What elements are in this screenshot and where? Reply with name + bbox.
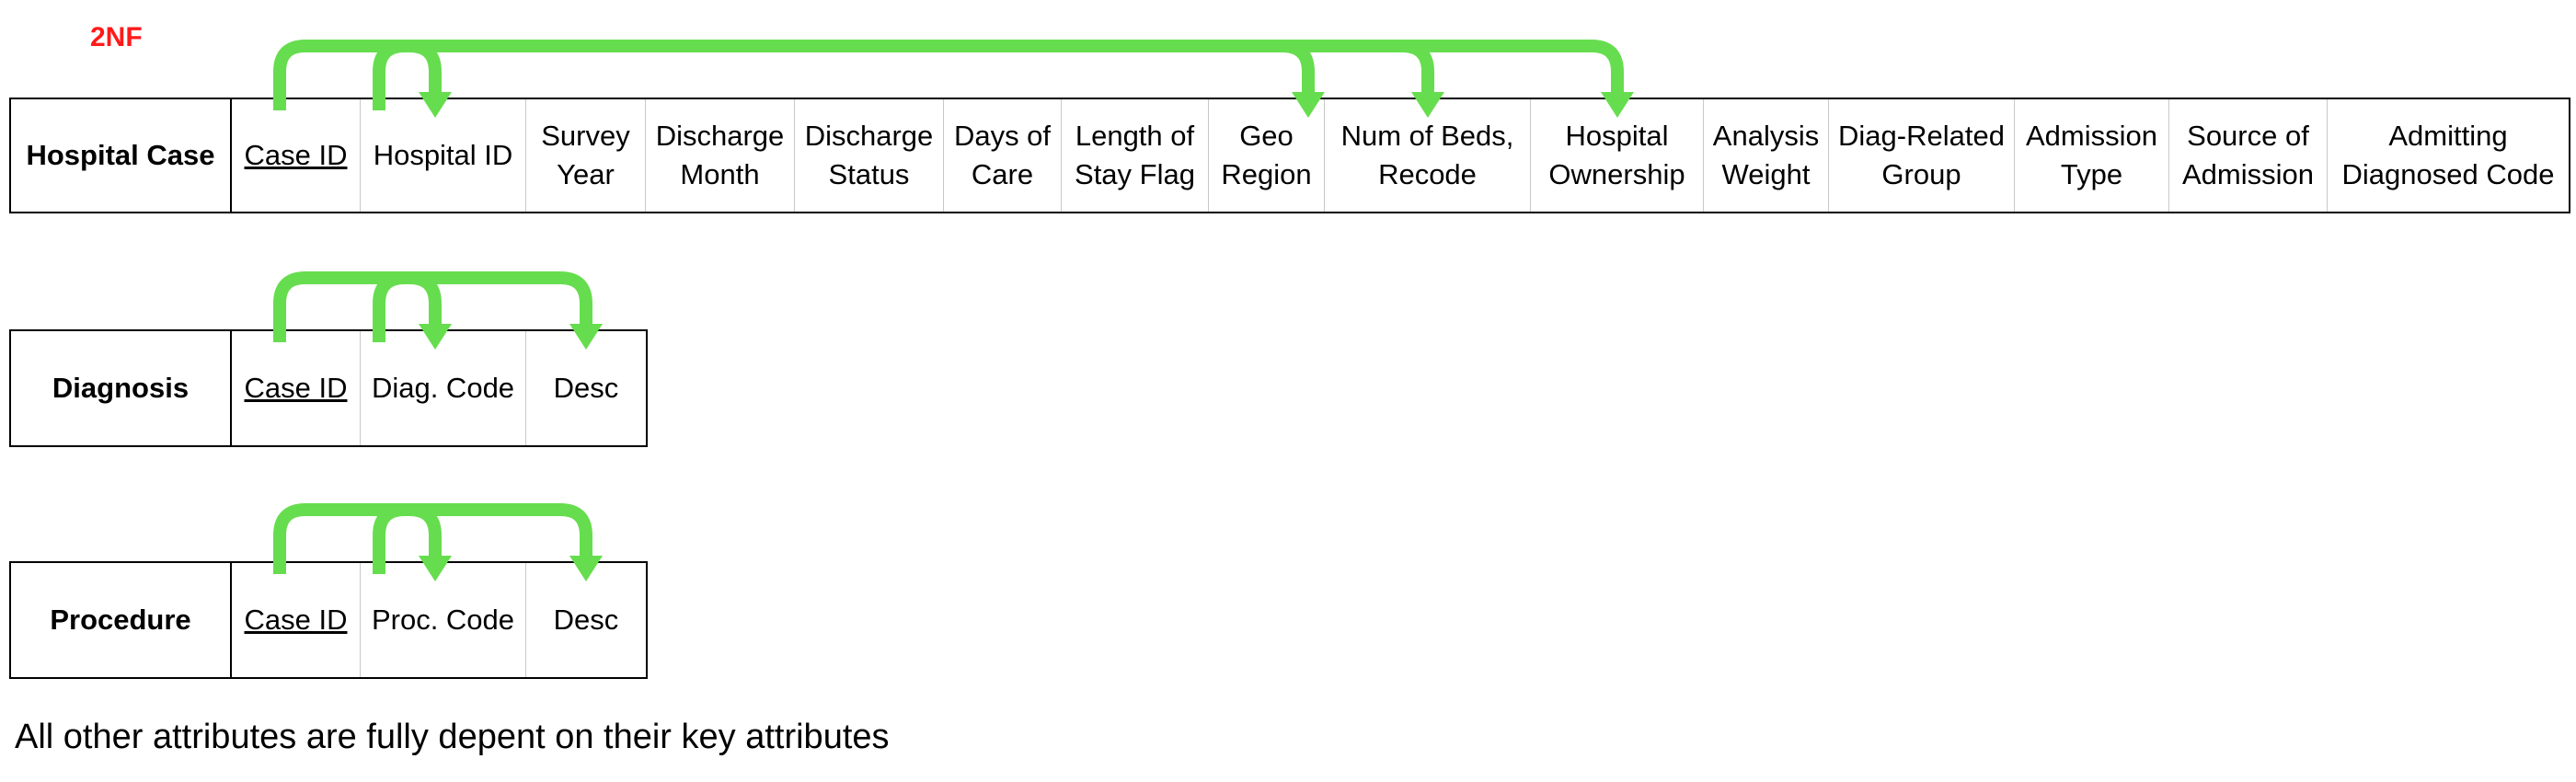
attribute-cell: Discharge Month <box>646 99 795 212</box>
attribute-cell: Days of Care <box>944 99 1062 212</box>
attribute-cell: Length of Stay Flag <box>1062 99 1209 212</box>
attribute-cell: Case ID <box>232 99 361 212</box>
dependency-arrow-branch <box>1401 40 1434 96</box>
attribute-cell: Case ID <box>232 331 361 445</box>
attribute-cell: Diag-Related Group <box>1829 99 2015 212</box>
attribute-cell: Hospital ID <box>361 99 526 212</box>
attribute-cell: Case ID <box>232 563 361 677</box>
attribute-cell: Discharge Status <box>795 99 944 212</box>
attribute-cell: Geo Region <box>1209 99 1325 212</box>
attribute-cell: Desc <box>553 604 619 636</box>
footnote: All other attributes are fully depent on… <box>15 718 890 756</box>
attribute-cell: Survey Year <box>526 99 646 212</box>
dependency-arrow-branch <box>1282 40 1315 96</box>
attribute-cell: Admission Type <box>2015 99 2169 212</box>
attribute-cell: Diag. Code <box>361 331 526 445</box>
attribute-cell: Source of Admission <box>2169 99 2328 212</box>
attribute-cell: Analysis Weight <box>1704 99 1829 212</box>
relation-hospital-case: Hospital Case Case ID Hospital ID Survey… <box>9 98 2570 213</box>
attribute-cell: Desc <box>553 372 619 404</box>
normal-form-heading: 2NF <box>90 22 143 52</box>
attribute-cell: Num of Beds, Recode <box>1325 99 1531 212</box>
attribute-cell: Hospital Ownership <box>1531 99 1704 212</box>
relation-name: Procedure <box>11 563 232 677</box>
attribute-cell: Proc. Code <box>361 563 526 677</box>
relation-name: Diagnosis <box>11 331 232 445</box>
relation-procedure: Procedure Case ID Proc. Code Desc <box>9 561 648 679</box>
attribute-cell: Admitting Diagnosed Code <box>2341 120 2555 190</box>
relation-diagnosis: Diagnosis Case ID Diag. Code Desc <box>9 329 648 447</box>
relation-name: Hospital Case <box>11 99 232 212</box>
